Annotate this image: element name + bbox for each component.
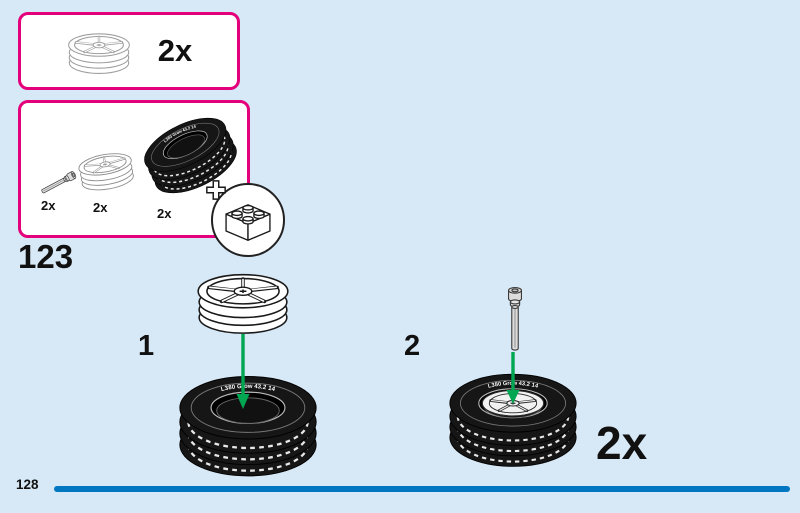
step-1-number: 1 [138, 330, 155, 362]
step-reference: 123 [18, 238, 74, 275]
wheel-count-label: 2x [157, 33, 193, 68]
wheel-hub-count: 2x [93, 200, 108, 215]
assembly-arrow-icon [506, 352, 520, 404]
tire-count: 2x [157, 206, 172, 221]
axle-pin-icon [36, 166, 82, 200]
progress-bar [54, 486, 790, 492]
brick-suggestion-badge [211, 183, 285, 257]
wheel-hub-icon [66, 25, 132, 77]
page-number: 128 [16, 477, 39, 492]
axle-pin-count: 2x [41, 198, 56, 213]
step-2-number: 2 [404, 330, 421, 362]
assembly-arrow-icon [236, 334, 250, 409]
wheel-hub-icon [74, 142, 139, 196]
wheel-count-callout: 2x [18, 12, 240, 90]
plus-icon [206, 180, 226, 200]
brick-2x2-icon [221, 196, 275, 244]
parts-callout: 2x 2x 2x [18, 100, 285, 257]
wheel-hub-part [194, 262, 292, 338]
step-2-count: 2x [596, 417, 648, 469]
axle-pin-part [503, 282, 527, 356]
